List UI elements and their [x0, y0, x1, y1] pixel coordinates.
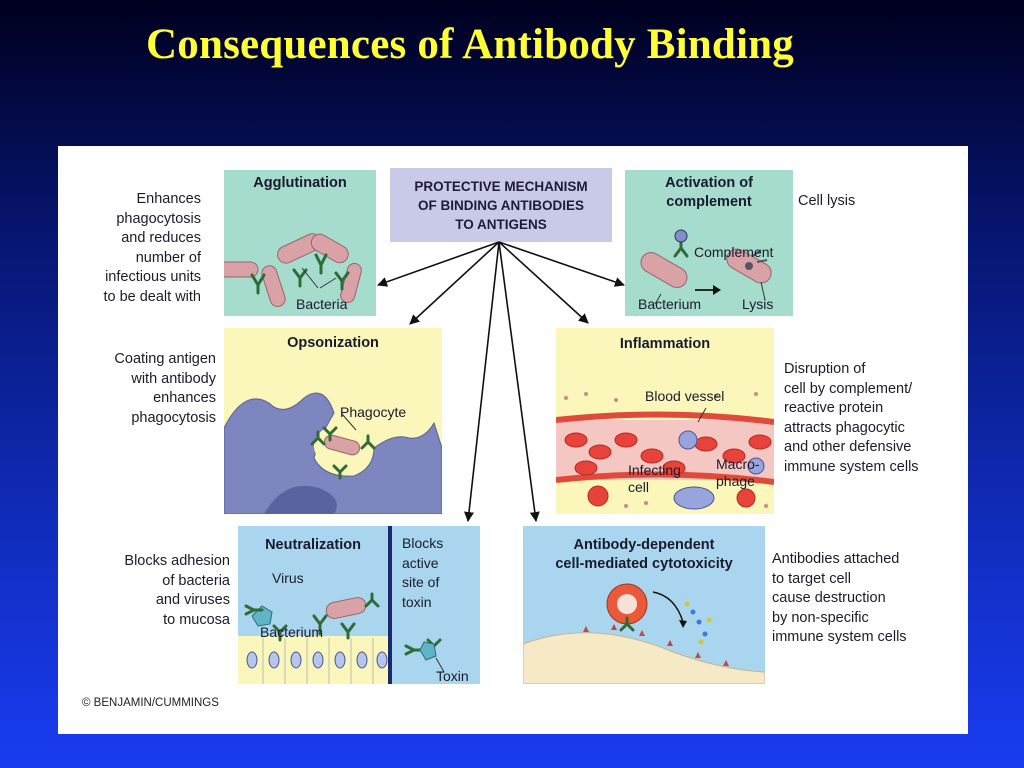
opsonization-desc-line: Coating antigen [114, 351, 216, 367]
blocks-toxin-line: toxin [402, 593, 432, 610]
neutralization-title: Neutralization [265, 537, 361, 553]
inflammation-box: Inflammation [556, 328, 774, 514]
agglutination-desc-line: number of [135, 249, 201, 266]
inflammation-desc-line: attracts phagocytic [784, 419, 905, 436]
neutralization-desc-line: Blocks adhesion [124, 553, 230, 569]
adcc-box: Antibody-dependent cell-mediated cytotox… [523, 526, 765, 684]
arrow-to-opsonization [409, 241, 500, 325]
neutralization-desc-line: to mucosa [163, 611, 230, 628]
inflammation-illustration [556, 392, 774, 510]
agglutination-title: Agglutination [253, 175, 347, 191]
opsonization-desc-line: enhances [153, 390, 216, 407]
arrow-to-adcc [498, 241, 540, 522]
complement-title: Activation of complement [625, 174, 793, 212]
infecting-cell-label: Infecting cell [628, 462, 681, 496]
adcc-desc-line: cause destruction [772, 590, 886, 607]
complement-label: Complement [694, 244, 774, 260]
central-mechanism-box: PROTECTIVE MECHANISM OF BINDING ANTIBODI… [390, 168, 612, 242]
adcc-title-line: Antibody-dependent [573, 537, 715, 553]
inflammation-desc-line: cell by complement/ [784, 380, 913, 397]
agglutination-description: Enhances phagocytosis and reduces number… [103, 190, 201, 308]
central-line-3: TO ANTIGENS [455, 217, 547, 232]
adcc-description: Antibodies attached to target cell cause… [772, 550, 907, 648]
inflammation-title: Inflammation [619, 336, 711, 352]
complement-desc-line: Cell lysis [798, 193, 856, 209]
toxin-label: Toxin [436, 668, 469, 684]
complement-title-line: Activation of [665, 175, 753, 191]
blocks-toxin-line: active [402, 554, 439, 571]
macrophage-line: Macro- [716, 456, 760, 472]
inflammation-desc-line: reactive protein [784, 400, 884, 417]
opsonization-illustration [224, 392, 442, 514]
adcc-desc-line: to target cell [772, 570, 851, 587]
infecting-cell-line: cell [628, 479, 650, 495]
diagram-panel: PROTECTIVE MECHANISM OF BINDING ANTIBODI… [58, 146, 968, 734]
neutralization-desc-line: of bacteria [162, 572, 230, 589]
complement-illustration [640, 229, 772, 305]
agglutination-desc-line: Enhances [136, 191, 202, 207]
blood-vessel-label: Blood vessel [645, 388, 725, 404]
phagocyte-label: Phagocyte [340, 404, 407, 420]
agglutination-box: Agglutination Bacteria [224, 170, 376, 316]
adcc-title: Antibody-dependent cell-mediated cytotox… [523, 536, 765, 574]
opsonization-desc-line: phagocytosis [131, 409, 216, 426]
agglutination-illustration [224, 233, 362, 307]
neutralization-desc-line: and viruses [155, 592, 230, 609]
copyright-notice: © BENJAMIN/CUMMINGS [82, 697, 219, 709]
agglutination-desc-line: to be dealt with [103, 288, 201, 305]
arrow-to-complement [498, 241, 625, 287]
macrophage-label: Macro- phage [716, 456, 760, 490]
inflammation-desc-line: immune system cells [784, 458, 919, 475]
neutralization-divider [388, 526, 392, 684]
agglutination-desc-line: phagocytosis [116, 210, 201, 227]
bacteria-label: Bacteria [296, 296, 348, 312]
inflammation-desc-line: and other defensive [784, 439, 912, 456]
macrophage-line: phage [716, 473, 755, 489]
opsonization-title: Opsonization [287, 335, 379, 351]
complement-box: Activation of complement Complement Bact… [625, 170, 793, 316]
inflammation-description: Disruption of cell by complement/ reacti… [784, 360, 919, 478]
neutralization-description: Blocks adhesion of bacteria and viruses … [124, 552, 230, 630]
neutralization-illustration [238, 592, 445, 684]
adcc-desc-line: by non-specific [772, 609, 869, 626]
central-line-1: PROTECTIVE MECHANISM [414, 179, 588, 194]
adcc-desc-line: immune system cells [772, 629, 907, 646]
opsonization-description: Coating antigen with antibody enhances p… [114, 350, 216, 428]
complement-description: Cell lysis [798, 192, 855, 212]
blocks-toxin-line: site of [402, 574, 440, 591]
adcc-illustration [523, 583, 765, 684]
opsonization-box: Opsonization Phagocyte [224, 328, 442, 514]
slide-title: Consequences of Antibody Binding [146, 21, 794, 68]
agglutination-desc-line: infectious units [105, 269, 201, 286]
lysis-label: Lysis [742, 296, 774, 312]
adcc-title-line: cell-mediated cytotoxicity [555, 556, 733, 572]
complement-title-line: complement [666, 194, 752, 210]
inflammation-desc-line: Disruption of [784, 361, 866, 377]
neutralization-box: Neutralization [238, 526, 480, 684]
virus-label: Virus [272, 570, 304, 586]
arrow-to-inflammation [498, 241, 589, 324]
bacterium-label: Bacterium [638, 296, 702, 312]
agglutination-desc-line: and reduces [121, 230, 201, 247]
central-line-2: OF BINDING ANTIBODIES [417, 198, 584, 213]
adcc-desc-line: Antibodies attached [772, 551, 900, 567]
arrow-to-agglutination [377, 241, 500, 287]
blocks-toxin-label: Blocks active site of toxin [402, 534, 443, 612]
blocks-toxin-line: Blocks [402, 535, 444, 551]
infecting-cell-line: Infecting [628, 462, 681, 478]
arrow-to-neutralization [464, 241, 500, 522]
opsonization-desc-line: with antibody [131, 370, 216, 387]
bacterium-label: Bacterium [260, 624, 324, 640]
